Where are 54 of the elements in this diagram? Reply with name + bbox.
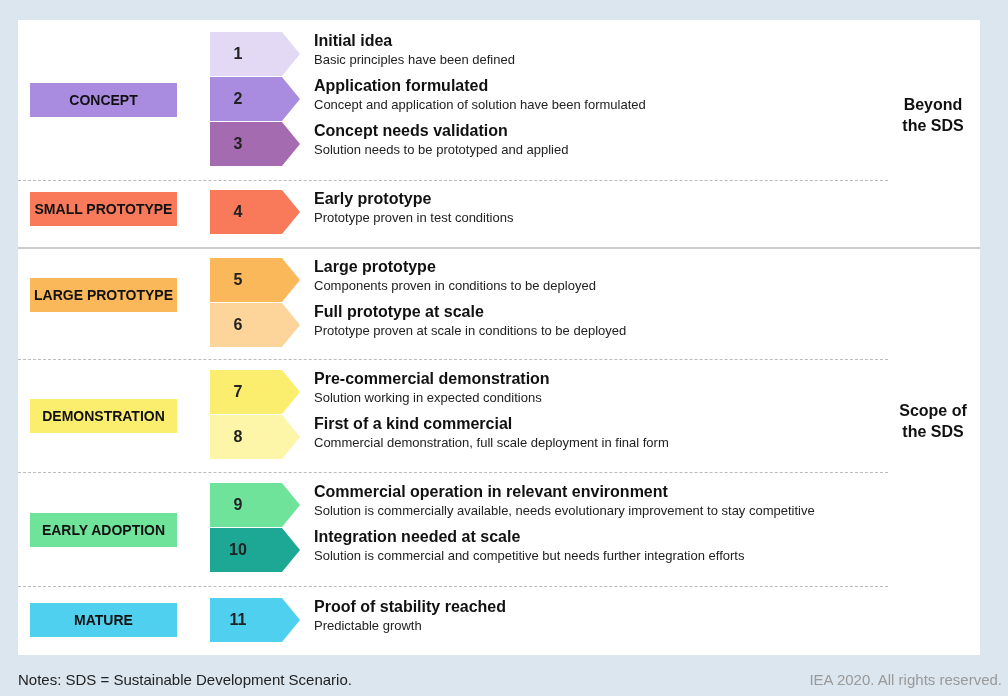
step-number: 10 [228, 541, 248, 559]
chevron-step [210, 77, 300, 121]
chevron-step [210, 370, 300, 414]
step-title: Early prototype [314, 190, 432, 208]
step-title: Proof of stability reached [314, 598, 507, 616]
step-number: 4 [232, 203, 244, 221]
step-description: Basic principles have been defined [314, 52, 515, 67]
chevron-step [210, 598, 300, 642]
step-title: Integration needed at scale [314, 528, 521, 546]
scope-label: Scope of the SDS [898, 401, 968, 442]
step-title: Application formulated [314, 77, 489, 95]
step-description: Predictable growth [314, 618, 422, 633]
step-number: 1 [232, 45, 244, 63]
step-title: Large prototype [314, 258, 436, 276]
step-description: Prototype proven at scale in conditions to be deployed [314, 323, 627, 338]
step-description: Components proven in conditions to be deployed [314, 278, 596, 293]
chevron-step [210, 190, 300, 234]
copyright-text: IEA 2020. All rights reserved. [809, 671, 1002, 688]
chevron-step [210, 528, 300, 572]
step-number: 6 [232, 316, 244, 334]
step-description: Concept and application of solution have been formulated [314, 97, 646, 112]
step-number: 8 [232, 428, 244, 446]
step-title: Commercial operation in relevant environment [314, 483, 668, 501]
scope-label: Beyond the SDS [901, 95, 965, 136]
step-title: Full prototype at scale [314, 303, 484, 321]
step-title: First of a kind commercial [314, 415, 513, 433]
step-description: Solution is commercial and competitive but needs further integration efforts [314, 548, 745, 563]
step-description: Solution is commercially available, needs evolutionary improvement to stay competitive [314, 503, 815, 518]
step-title: Concept needs validation [314, 122, 508, 140]
step-number: 2 [232, 90, 244, 108]
chevron-step [210, 415, 300, 459]
step-title: Pre-commercial demonstration [314, 370, 550, 388]
chevron-step [210, 483, 300, 527]
step-number: 7 [232, 383, 244, 401]
stage-label: MATURE [30, 603, 177, 637]
step-description: Commercial demonstration, full scale deployment in final form [314, 435, 669, 450]
stage-label: DEMONSTRATION [30, 399, 177, 433]
stage-label: LARGE PROTOTYPE [30, 278, 177, 312]
chevron-step [210, 32, 300, 76]
chevron-step [210, 122, 300, 166]
stage-label: EARLY ADOPTION [30, 513, 177, 547]
stage-label: SMALL PROTOTYPE [30, 192, 177, 226]
chevron-step [210, 258, 300, 302]
step-description: Solution working in expected conditions [314, 390, 542, 405]
step-number: 11 [228, 611, 248, 629]
step-number: 5 [232, 271, 244, 289]
chevron-step [210, 303, 300, 347]
note-text: Notes: SDS = Sustainable Development Scenario. [18, 671, 352, 688]
step-number: 9 [232, 496, 244, 514]
step-description: Solution needs to be prototyped and applied [314, 142, 569, 157]
step-title: Initial idea [314, 32, 393, 50]
step-description: Prototype proven in test conditions [314, 210, 514, 225]
stage-label: CONCEPT [30, 83, 177, 117]
step-number: 3 [232, 135, 244, 153]
